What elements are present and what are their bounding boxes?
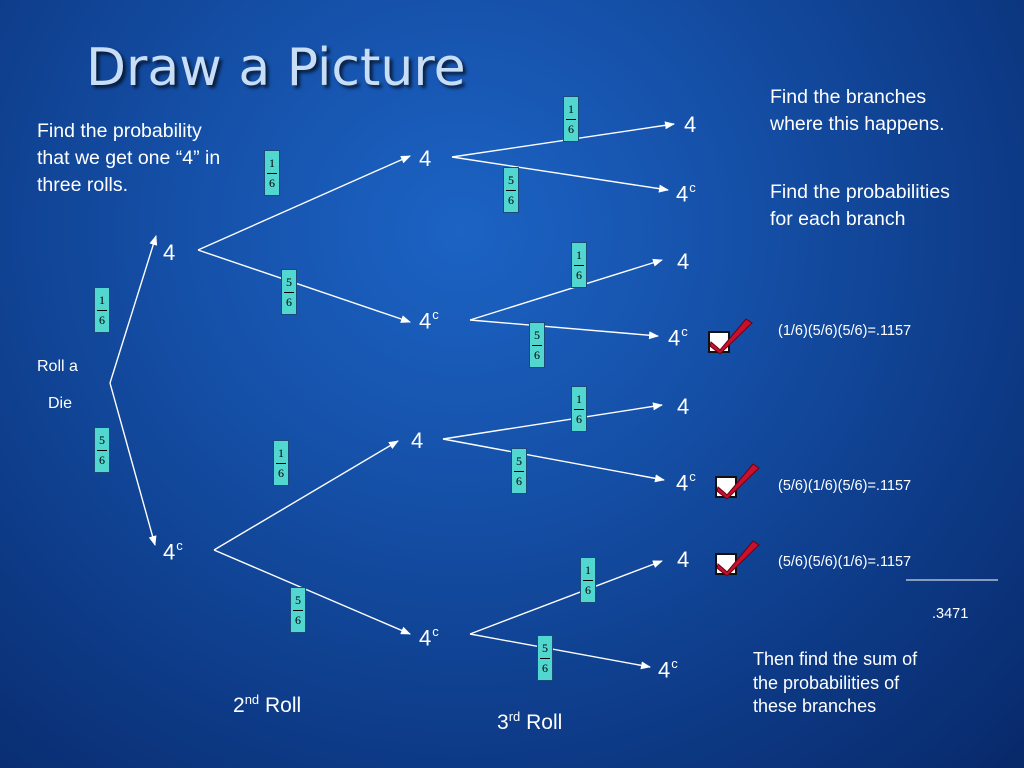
second-roll-label: 2nd Roll bbox=[233, 692, 302, 717]
problem-text: Find the probability that we get one “4”… bbox=[37, 120, 221, 196]
branch-4c4c-to-4 bbox=[469, 560, 663, 635]
branch-root-to-4c bbox=[109, 382, 157, 546]
node-third-6: 4c bbox=[676, 469, 696, 496]
check-mark-icon bbox=[715, 463, 760, 500]
branch-44-to-4c bbox=[451, 156, 669, 193]
instruction-find-branches: Find the branches where this happens. bbox=[770, 86, 945, 135]
branch-44c-to-4 bbox=[469, 258, 663, 321]
node-second-4c-upper: 4c bbox=[419, 307, 439, 334]
sum-value: .3471 bbox=[932, 606, 969, 622]
node-third-3: 4 bbox=[677, 249, 690, 274]
node-second-4c-lower: 4c bbox=[419, 624, 439, 651]
third-roll-label: 3rd Roll bbox=[497, 709, 563, 734]
node-third-7: 4 bbox=[677, 547, 690, 572]
branch-calc-2: (5/6)(1/6)(5/6)=.1157 bbox=[778, 478, 912, 494]
branch-calc-3: (5/6)(5/6)(1/6)=.1157 bbox=[778, 554, 912, 570]
check-mark-icon bbox=[715, 540, 760, 577]
branch-calc-1: (1/6)(5/6)(5/6)=.1157 bbox=[778, 323, 912, 339]
roll-label-line2: Die bbox=[48, 395, 73, 412]
instruction-sum: Then find the sum of the probabilities o… bbox=[753, 649, 918, 716]
branch-4c4-to-4 bbox=[442, 402, 663, 440]
node-third-4: 4c bbox=[668, 324, 688, 351]
node-second-4-upper: 4 bbox=[419, 146, 432, 171]
node-third-1: 4 bbox=[684, 112, 697, 137]
node-second-4-lower: 4 bbox=[411, 428, 424, 453]
check-mark-icon bbox=[708, 318, 753, 355]
branch-4c-to-4c bbox=[213, 549, 411, 635]
node-third-2: 4c bbox=[676, 180, 696, 207]
node-first-4c: 4c bbox=[163, 538, 183, 565]
page-title: Draw a Picture bbox=[86, 38, 466, 98]
branch-44c-to-4c bbox=[469, 319, 659, 340]
node-third-8: 4c bbox=[658, 656, 678, 683]
instruction-find-probabilities: Find the probabilities for each branch bbox=[770, 181, 950, 230]
branch-4c4c-to-4c bbox=[469, 633, 651, 670]
branch-root-to-4 bbox=[109, 235, 158, 384]
roll-label-line1: Roll a bbox=[37, 358, 78, 375]
branch-4-to-4 bbox=[197, 155, 411, 251]
node-first-4: 4 bbox=[163, 240, 176, 265]
node-third-5: 4 bbox=[677, 394, 690, 419]
branch-4-to-4c bbox=[197, 249, 411, 323]
branch-4c4-to-4c bbox=[442, 438, 665, 483]
branch-4c-to-4 bbox=[213, 440, 399, 551]
